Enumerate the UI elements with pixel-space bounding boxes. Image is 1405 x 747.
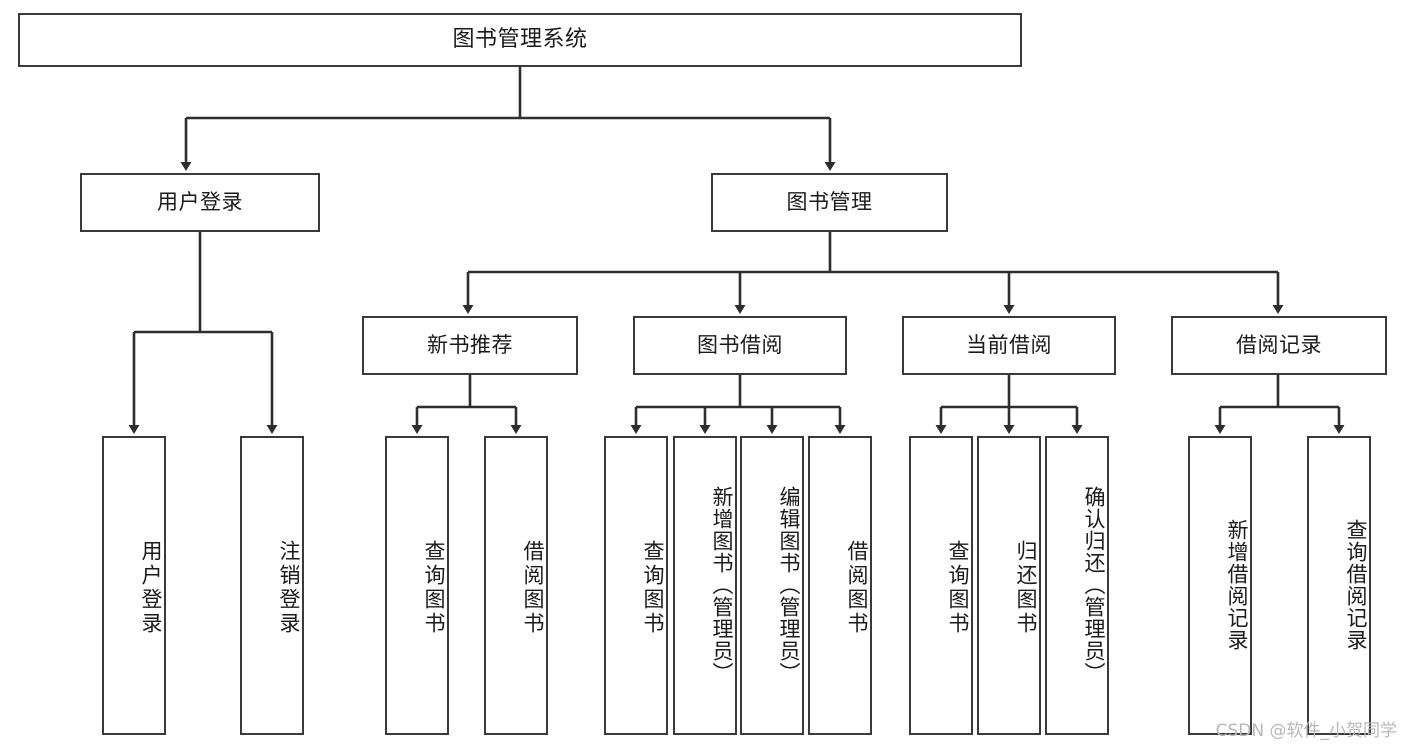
leaf-borrow-books-borrowing[interactable]: 借阅图书: [808, 436, 872, 735]
leaf-query-books-recommendation[interactable]: 查询图书: [385, 436, 449, 735]
node-label: 用户登录: [157, 189, 243, 214]
leaf-user-login[interactable]: 用户登录: [102, 436, 166, 735]
node-label: 图书管理系统: [452, 26, 588, 52]
node-label: 图书管理: [786, 189, 873, 214]
node-label: 用户登录: [139, 539, 163, 636]
node-label: 查询图书: [422, 539, 446, 636]
node-label: 查询图书: [946, 539, 970, 636]
node-label: 查询图书: [641, 539, 665, 636]
leaf-edit-book-admin[interactable]: 编辑图书（管理员）: [740, 436, 804, 735]
leaf-confirm-return-admin[interactable]: 确认归还（管理员）: [1045, 436, 1109, 735]
leaf-query-books-borrowing[interactable]: 查询图书: [604, 436, 668, 735]
leaf-return-books[interactable]: 归还图书: [977, 436, 1041, 735]
node-borrowing-records[interactable]: 借阅记录: [1171, 316, 1387, 375]
node-label: 编辑图书（管理员）: [777, 485, 801, 684]
node-label: 图书借阅: [697, 332, 783, 357]
node-label: 借阅记录: [1236, 332, 1322, 357]
node-current-borrowing[interactable]: 当前借阅: [902, 316, 1116, 375]
csdn-watermark: CSDN @软件_小贺同学: [1215, 721, 1397, 741]
node-book-borrowing[interactable]: 图书借阅: [633, 316, 847, 375]
leaf-query-books-current[interactable]: 查询图书: [909, 436, 973, 735]
node-label: 当前借阅: [966, 332, 1052, 357]
leaf-logout[interactable]: 注销登录: [240, 436, 304, 735]
node-label: 借阅图书: [521, 539, 545, 636]
node-label: 确认归还（管理员）: [1082, 485, 1106, 684]
node-label: 新增借阅记录: [1225, 518, 1249, 651]
node-label: 新书推荐: [427, 332, 513, 357]
leaf-add-book-admin[interactable]: 新增图书（管理员）: [673, 436, 737, 735]
node-new-book-recommendation[interactable]: 新书推荐: [362, 316, 578, 375]
leaf-add-borrowing-record[interactable]: 新增借阅记录: [1188, 436, 1252, 735]
node-label: 注销登录: [277, 539, 301, 636]
node-label: 归还图书: [1014, 539, 1038, 636]
node-root-library-system[interactable]: 图书管理系统: [18, 13, 1022, 67]
node-label: 借阅图书: [845, 539, 869, 636]
node-book-management[interactable]: 图书管理: [711, 173, 948, 232]
node-label: 新增图书（管理员）: [710, 485, 734, 684]
node-user-login[interactable]: 用户登录: [80, 173, 320, 232]
node-label: 查询借阅记录: [1344, 518, 1368, 651]
leaf-borrow-books-recommendation[interactable]: 借阅图书: [484, 436, 548, 735]
leaf-query-borrowing-record[interactable]: 查询借阅记录: [1307, 436, 1371, 735]
